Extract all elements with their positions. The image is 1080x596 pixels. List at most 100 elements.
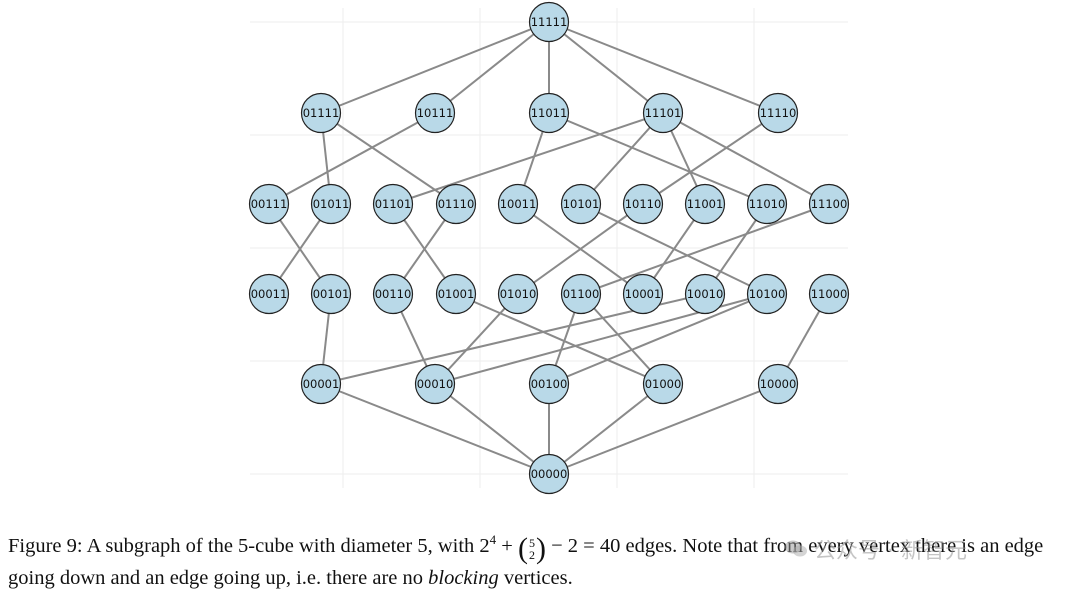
node-circle — [642, 92, 684, 134]
node-circle — [560, 183, 602, 225]
edge-11100-01100 — [580, 203, 830, 295]
node-00111: 00111 — [248, 183, 290, 225]
node-circle — [560, 273, 602, 315]
edge-11110-10110 — [642, 112, 779, 205]
node-01001: 01001 — [435, 273, 477, 315]
node-circle — [757, 92, 799, 134]
node-label: 11000 — [811, 287, 848, 301]
node-layer: 11111 01111 10111 11011 11101 11110 00111 01011… — [248, 1, 850, 495]
node-circle — [310, 273, 352, 315]
node-label: 00111 — [251, 197, 288, 211]
node-label: 00000 — [531, 467, 568, 481]
node-label: 10011 — [500, 197, 537, 211]
edge-10111-00111 — [268, 112, 436, 205]
edge-00001-00000 — [320, 383, 550, 475]
node-circle — [642, 363, 684, 405]
node-label: 11010 — [749, 197, 786, 211]
node-11111: 11111 — [528, 1, 570, 43]
edge-01001-01000 — [455, 293, 664, 385]
node-circle — [684, 183, 726, 225]
node-label: 11110 — [760, 106, 797, 120]
node-11011: 11011 — [528, 92, 570, 134]
node-circle — [435, 183, 477, 225]
node-label: 01111 — [303, 106, 340, 120]
node-circle — [528, 363, 570, 405]
node-circle — [435, 273, 477, 315]
edge-11011-11010 — [548, 112, 768, 205]
node-label: 10101 — [563, 197, 600, 211]
node-label: 00001 — [303, 377, 340, 391]
edge-01010-00010 — [434, 293, 519, 385]
caption-text-2: + — [496, 535, 518, 557]
edge-01111-01110 — [320, 112, 457, 205]
node-circle — [414, 92, 456, 134]
edge-11101-11100 — [662, 112, 830, 205]
node-01111: 01111 — [300, 92, 342, 134]
node-circle — [248, 273, 290, 315]
edge-11111-11101 — [548, 21, 664, 114]
binom-bottom: 2 — [528, 548, 535, 562]
node-label: 00100 — [531, 377, 568, 391]
edge-10100-00100 — [548, 293, 768, 385]
edge-11101-10101 — [580, 112, 664, 205]
node-label: 00011 — [251, 287, 288, 301]
node-label: 10001 — [625, 287, 662, 301]
node-11110: 11110 — [757, 92, 799, 134]
node-label: 01110 — [438, 197, 475, 211]
node-circle — [497, 273, 539, 315]
caption-exponent: 4 — [489, 532, 497, 547]
node-label: 11111 — [531, 15, 568, 29]
node-circle — [746, 183, 788, 225]
node-01110: 01110 — [435, 183, 477, 225]
node-label: 11011 — [531, 106, 568, 120]
edge-10000-00000 — [548, 383, 779, 475]
node-circle — [808, 273, 850, 315]
node-01010: 01010 — [497, 273, 539, 315]
node-11100: 11100 — [808, 183, 850, 225]
node-01100: 01100 — [560, 273, 602, 315]
edge-11111-10111 — [434, 21, 550, 114]
node-label: 00101 — [313, 287, 350, 301]
node-10000: 10000 — [757, 363, 799, 405]
edge-11111-01111 — [320, 21, 550, 114]
node-circle — [300, 92, 342, 134]
node-circle — [414, 363, 456, 405]
edge-10110-01010 — [517, 203, 644, 295]
node-label: 01010 — [500, 287, 537, 301]
node-circle — [248, 183, 290, 225]
node-label: 01011 — [313, 197, 350, 211]
node-label: 01101 — [375, 197, 412, 211]
figure-caption: Figure 9: A subgraph of the 5-cube with … — [8, 532, 1074, 593]
node-label: 11001 — [687, 197, 724, 211]
node-10010: 10010 — [684, 273, 726, 315]
node-01011: 01011 — [310, 183, 352, 225]
binom-top: 5 — [528, 536, 535, 550]
node-circle — [528, 453, 570, 495]
node-circle — [757, 363, 799, 405]
node-circle — [372, 273, 414, 315]
node-10001: 10001 — [622, 273, 664, 315]
node-label: 10100 — [749, 287, 786, 301]
node-11000: 11000 — [808, 273, 850, 315]
node-label: 00110 — [375, 287, 412, 301]
node-11010: 11010 — [746, 183, 788, 225]
node-label: 11100 — [811, 197, 848, 211]
edge-11101-01101 — [392, 112, 664, 205]
node-label: 10111 — [417, 106, 454, 120]
node-00000: 00000 — [528, 453, 570, 495]
node-circle — [622, 273, 664, 315]
node-01101: 01101 — [372, 183, 414, 225]
node-11001: 11001 — [684, 183, 726, 225]
node-label: 00010 — [417, 377, 454, 391]
caption-text-4: vertices. — [498, 567, 573, 589]
caption-prefix: Figure 9: — [8, 535, 83, 557]
node-11101: 11101 — [642, 92, 684, 134]
node-10101: 10101 — [560, 183, 602, 225]
node-00100: 00100 — [528, 363, 570, 405]
node-label: 01001 — [438, 287, 475, 301]
node-label: 10110 — [625, 197, 662, 211]
node-label: 11101 — [645, 106, 682, 120]
node-10011: 10011 — [497, 183, 539, 225]
node-00110: 00110 — [372, 273, 414, 315]
node-circle — [622, 183, 664, 225]
